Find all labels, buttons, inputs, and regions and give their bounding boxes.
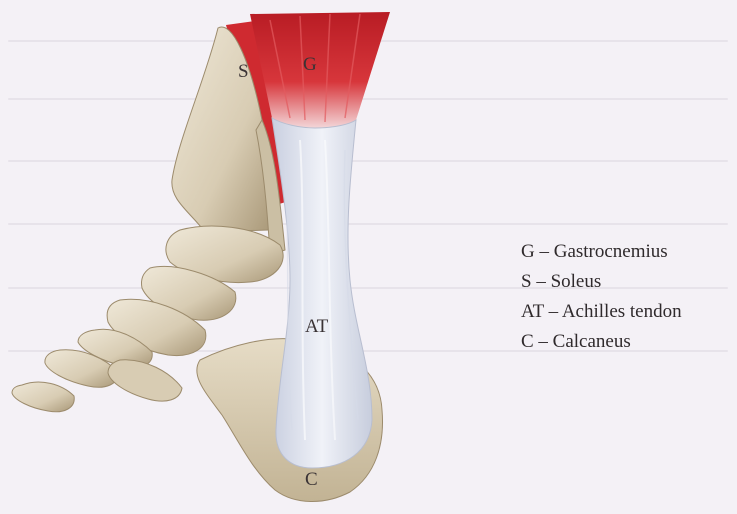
legend: G – Gastrocnemius S – Soleus AT – Achill… xyxy=(521,237,735,357)
label-calcaneus: C xyxy=(305,470,318,489)
metatarsal-3 xyxy=(108,360,182,401)
label-soleus: S xyxy=(238,62,249,81)
legend-item-gastrocnemius: G – Gastrocnemius xyxy=(521,237,735,267)
label-gastrocnemius: G xyxy=(303,55,317,74)
toe-bones xyxy=(12,382,74,412)
legend-item-calcaneus: C – Calcaneus xyxy=(521,327,735,357)
legend-item-soleus: S – Soleus xyxy=(521,267,735,297)
legend-item-achilles-tendon: AT – Achilles tendon xyxy=(521,297,735,327)
gastrocnemius-muscle xyxy=(250,12,390,128)
label-achilles-tendon: AT xyxy=(305,317,328,336)
